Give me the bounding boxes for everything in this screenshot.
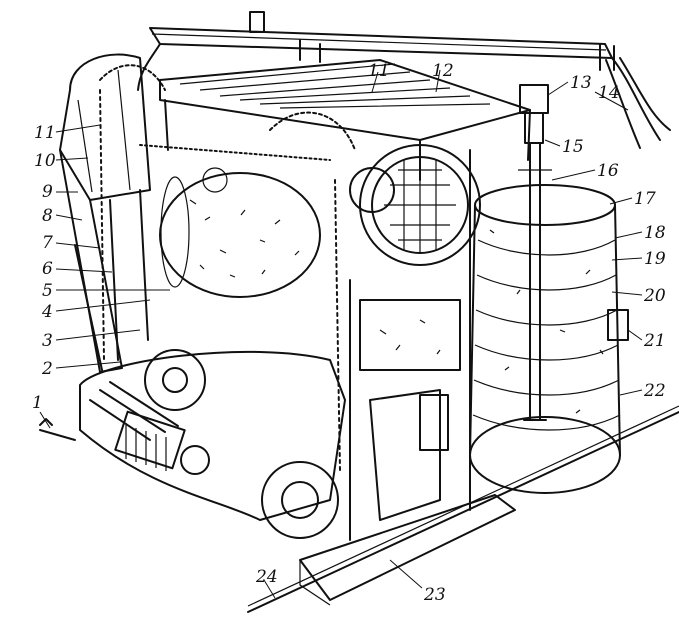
callout-17: 17 bbox=[634, 189, 656, 209]
floor-rail bbox=[247, 405, 679, 613]
callout-11-left: 11 bbox=[34, 123, 56, 143]
callout-10: 10 bbox=[34, 151, 56, 171]
callout-16: 16 bbox=[597, 161, 619, 181]
callout-18: 18 bbox=[644, 223, 666, 243]
callout-20: 20 bbox=[643, 286, 666, 306]
callout-12: 12 bbox=[432, 61, 454, 81]
air-ducts bbox=[99, 64, 356, 471]
callout-4: 4 bbox=[41, 302, 53, 322]
callout-3: 3 bbox=[42, 331, 53, 351]
callout-14: 14 bbox=[598, 83, 620, 103]
callout-7: 7 bbox=[42, 233, 53, 253]
callout-13: 13 bbox=[570, 73, 592, 93]
blower-fan bbox=[349, 144, 481, 266]
machine-drawing bbox=[39, 11, 679, 613]
callout-11-top: 11 bbox=[368, 61, 390, 81]
central-frame bbox=[299, 149, 516, 606]
callout-23: 23 bbox=[423, 585, 446, 605]
callout-2: 2 bbox=[41, 359, 53, 379]
top-frame bbox=[159, 39, 531, 181]
overhead-boom bbox=[137, 11, 671, 149]
callout-labels: 11 10 9 8 7 6 5 4 3 2 1 11 12 13 14 15 1… bbox=[32, 61, 666, 605]
callout-24: 24 bbox=[255, 567, 278, 587]
callout-19: 19 bbox=[644, 249, 666, 269]
callout-8: 8 bbox=[42, 206, 53, 226]
callout-22: 22 bbox=[643, 381, 666, 401]
vertical-brush bbox=[469, 184, 629, 494]
callout-9: 9 bbox=[42, 182, 53, 202]
callout-5: 5 bbox=[42, 281, 53, 301]
callout-21: 21 bbox=[643, 331, 666, 351]
leader-lines bbox=[39, 69, 643, 599]
horizontal-brush bbox=[159, 167, 321, 298]
side-pillars bbox=[74, 189, 149, 371]
callout-15: 15 bbox=[562, 137, 584, 157]
drying-hood bbox=[59, 53, 151, 373]
brush-motor bbox=[518, 84, 552, 421]
callout-6: 6 bbox=[42, 259, 53, 279]
callout-1: 1 bbox=[32, 393, 43, 413]
car-silhouette bbox=[39, 349, 346, 539]
